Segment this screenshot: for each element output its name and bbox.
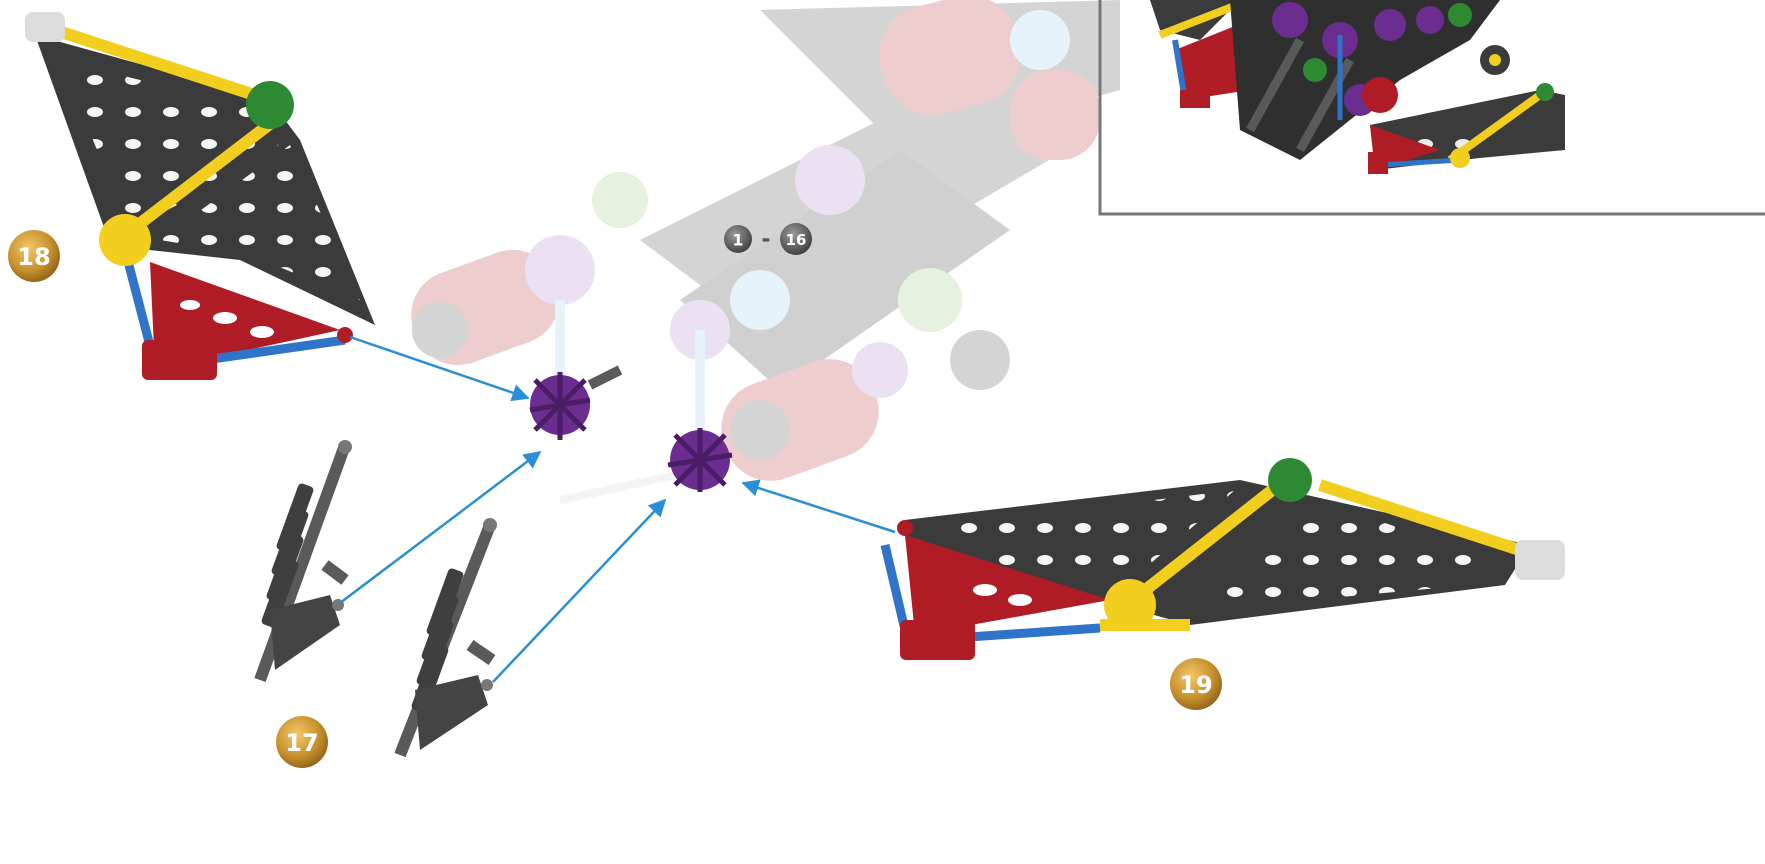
part-19-panel (885, 458, 1565, 660)
yellow-connector (99, 214, 151, 266)
part-17-right-rod-assembly (400, 518, 497, 755)
range-start-text: 1 (732, 231, 743, 250)
range-end-text: 16 (786, 231, 807, 249)
step-number-19: 19 (1179, 671, 1212, 699)
arrow-part-17-left-to-connector (340, 452, 540, 603)
step-badge-17: 17 (276, 716, 328, 768)
part-18-panel (25, 12, 375, 380)
purple-connector-left (530, 370, 620, 440)
white-connector (25, 12, 65, 42)
previous-steps-model (398, 0, 1120, 500)
white-connector (1515, 540, 1565, 580)
step-badge-19: 19 (1170, 658, 1222, 710)
green-connector (1268, 458, 1312, 502)
range-separator: - (761, 228, 770, 253)
arrow-part-19-to-connector (743, 483, 895, 532)
green-connector (246, 81, 294, 129)
step-number-18: 18 (17, 243, 50, 271)
inset-model (1150, 0, 1565, 174)
inset-preview (1100, 0, 1765, 214)
part-17-left-rod-assembly (260, 440, 352, 680)
step-badge-18: 18 (8, 230, 60, 282)
yellow-connector (1104, 579, 1156, 631)
red-connector (900, 620, 975, 660)
arrow-part-17-right-to-connector (493, 500, 665, 682)
purple-connector-center (668, 428, 732, 492)
step-number-17: 17 (285, 729, 318, 757)
range-label: 1 - 16 (724, 223, 812, 255)
blue-rod (885, 545, 905, 630)
red-connector (142, 340, 217, 380)
